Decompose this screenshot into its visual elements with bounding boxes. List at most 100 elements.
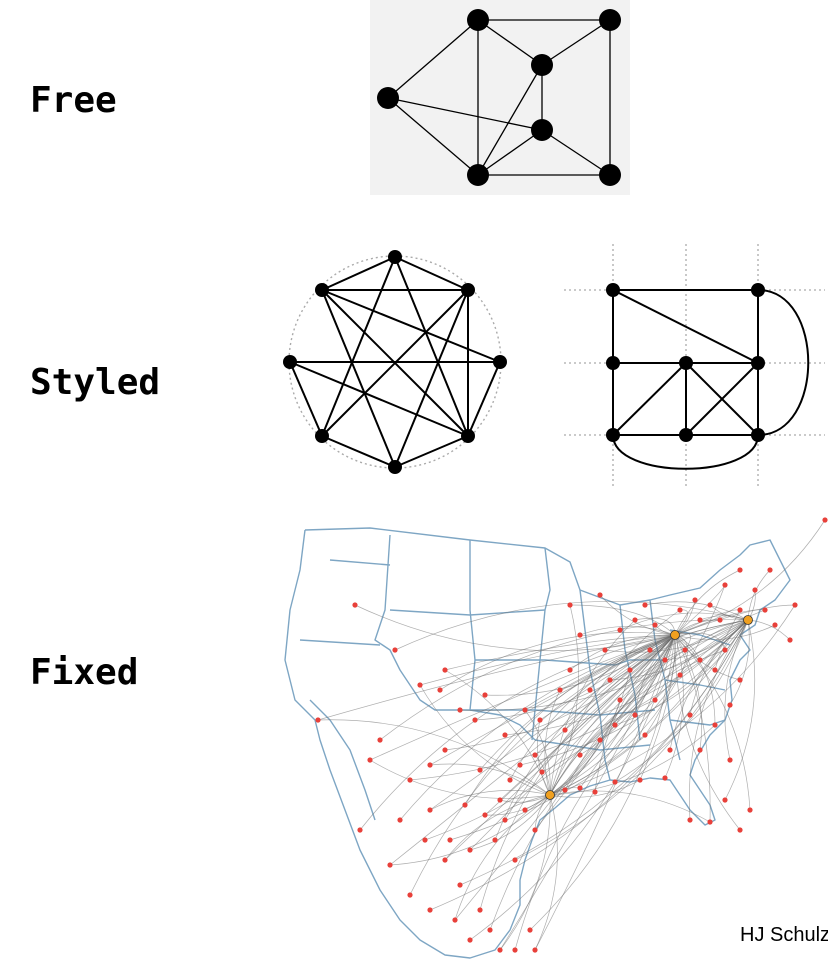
flight-route [614, 619, 749, 783]
airport-dot [482, 812, 488, 818]
node [467, 9, 489, 31]
flight-route [674, 624, 776, 641]
airport-dot [737, 827, 743, 833]
circular-layout-graph [283, 250, 507, 474]
flight-route [379, 619, 749, 741]
flight-route [674, 604, 796, 636]
flight-route [499, 794, 551, 951]
graph-background [370, 0, 630, 195]
airport-dot [427, 907, 433, 913]
airport-dot [642, 732, 648, 738]
node [599, 9, 621, 31]
flight-route [579, 626, 676, 636]
airport-dot [562, 727, 568, 733]
airport-dot [367, 757, 373, 763]
flight-route [529, 634, 676, 931]
airport-dot [407, 777, 413, 783]
airport-dot [577, 752, 583, 758]
airport-dot [517, 762, 523, 768]
node [751, 283, 765, 297]
airport-dot [722, 582, 728, 588]
airport-dot [717, 617, 723, 623]
flight-route [399, 619, 749, 821]
airport-dot [667, 747, 673, 753]
airport-dot [497, 797, 503, 803]
node [283, 355, 297, 369]
flight-route [454, 794, 551, 921]
hub-airport-dot [545, 790, 555, 800]
node [679, 356, 693, 370]
flight-route [444, 634, 676, 751]
airport-dot [737, 607, 743, 613]
airport-dot [477, 767, 483, 773]
node [461, 283, 475, 297]
airport-dot [697, 617, 703, 623]
node [377, 87, 399, 109]
flight-route [644, 601, 749, 621]
flight-route [549, 609, 681, 796]
node [599, 164, 621, 186]
flight-route [514, 619, 749, 951]
airport-dot [522, 707, 528, 713]
airport-dot [792, 602, 798, 608]
airport-dot [442, 667, 448, 673]
airport-dot [442, 747, 448, 753]
airport-dot [567, 667, 573, 673]
airport-dot [577, 632, 583, 638]
author-credit: HJ Schulz [740, 924, 828, 946]
airport-dot [787, 637, 793, 643]
flight-route [484, 794, 551, 816]
grid-layout-graph [564, 244, 825, 486]
airport-dot [632, 617, 638, 623]
airport-dot [727, 757, 733, 763]
flight-route [644, 634, 676, 736]
airport-dot [662, 657, 668, 663]
node [531, 54, 553, 76]
flight-route [534, 634, 676, 951]
hub-airport-dot [743, 615, 753, 625]
flight-route [359, 634, 676, 831]
airport-dot [752, 587, 758, 593]
airports [315, 517, 828, 953]
airport-dot [467, 847, 473, 853]
airport-dot [477, 907, 483, 913]
airport-dot [497, 947, 503, 953]
flight-route [549, 604, 796, 796]
flight-route [444, 634, 676, 861]
airport-dot [592, 789, 598, 795]
flight-route [369, 759, 551, 799]
flight-route [494, 634, 676, 841]
flight-route [549, 619, 636, 796]
flight-route [674, 634, 741, 681]
flight-route [674, 609, 766, 636]
label-styled: Styled [30, 362, 161, 403]
airport-dot [617, 697, 623, 703]
node [606, 283, 620, 297]
airport-dot [507, 777, 513, 783]
flight-route [534, 794, 558, 951]
flight-route-map [284, 517, 828, 959]
airport-dot [737, 567, 743, 573]
flight-route [674, 569, 741, 636]
airport-dot [422, 837, 428, 843]
flight-route [474, 634, 676, 721]
airport-dot [697, 747, 703, 753]
flight-route [439, 632, 676, 691]
flight-route [389, 794, 551, 866]
airport-dot [627, 667, 633, 673]
node [751, 356, 765, 370]
flight-route [489, 619, 749, 931]
flight-route [536, 719, 551, 796]
flight-route [549, 779, 641, 798]
airport-dot [427, 762, 433, 768]
node [606, 356, 620, 370]
label-fixed: Fixed [30, 652, 139, 693]
airport-dot [427, 807, 433, 813]
airport-dot [722, 647, 728, 653]
node [751, 428, 765, 442]
airport-dot [632, 712, 638, 718]
node [531, 119, 553, 141]
flight-route [549, 584, 726, 796]
airport-dot [377, 737, 383, 743]
airport-dot [772, 622, 778, 628]
